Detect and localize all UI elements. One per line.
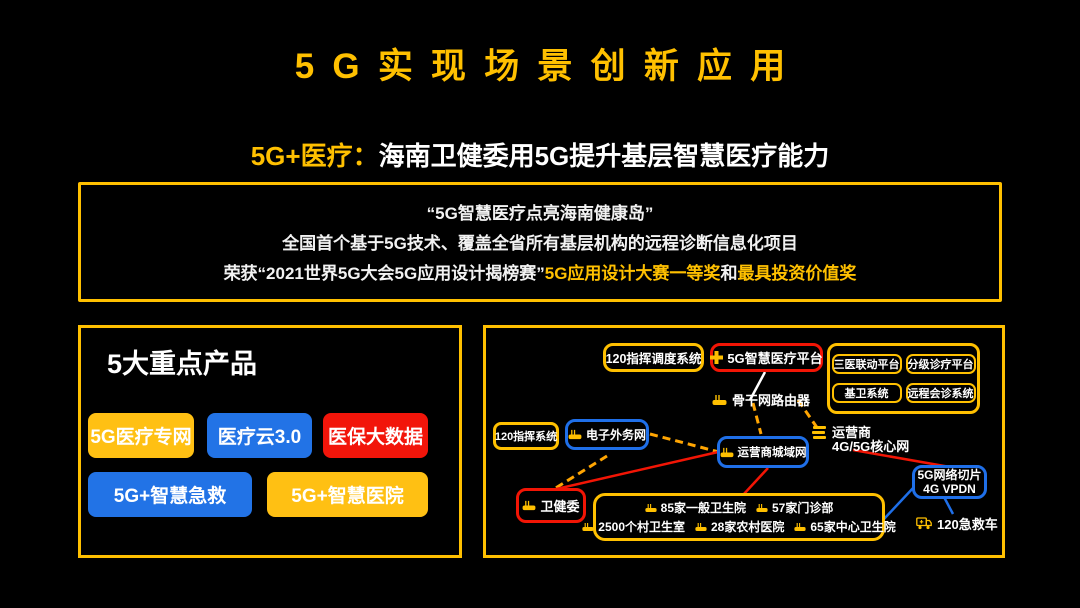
award-box: “5G智慧医疗点亮海南健康岛” 全国首个基于5G技术、覆盖全省所有基层机构的远程… [78, 182, 1002, 302]
network-slice-line1: 5G网络切片 [917, 468, 982, 482]
award-line-2: 全国首个基于5G技术、覆盖全省所有基层机构的远程诊断信息化项目 [282, 234, 798, 253]
facility-label: 2500个村卫生室 [598, 520, 685, 534]
facility-general-clinics: 85家一般卫生院 [645, 499, 746, 516]
award-conjunction: 和 [720, 264, 738, 283]
node-platform-group: 三医联动平台 分级诊疗平台 基卫系统 远程会诊系统 [827, 343, 980, 414]
core-network-icon [812, 426, 827, 439]
products-panel: 5大重点产品 5G医疗专网 医疗云3.0 医保大数据 5G+智慧急救 5G+智慧… [78, 325, 462, 558]
node-5g-smart-medical-platform: 5G智慧医疗平台 [710, 343, 823, 372]
subtitle-tag: 5G+医疗： [250, 141, 379, 171]
node-basic-health-system: 基卫系统 [831, 383, 902, 404]
core-network-line2: 4G/5G核心网 [832, 439, 910, 454]
facility-label: 65家中心卫生院 [810, 520, 896, 534]
node-metro-label: 运营商城域网 [737, 447, 807, 459]
award-line-3: 荣获“2021世界5G大会5G应用设计揭榜赛”5G应用设计大赛一等奖和最具投资价… [81, 259, 999, 289]
section-subtitle: 5G+医疗：海南卫健委用5G提升基层智慧医疗能力 [0, 136, 1080, 173]
node-core-network-label: 运营商 4G/5G核心网 [832, 426, 909, 454]
node-egov-network: 电子外务网 [565, 419, 649, 450]
node-health-commission: 卫健委 [516, 488, 586, 523]
node-egov-label: 电子外务网 [586, 428, 647, 442]
node-120-ambulance: 120急救车 [916, 514, 998, 533]
node-120-dispatch-system: 120指挥调度系统 [603, 343, 704, 372]
product-5g-smart-hospital: 5G+智慧医院 [267, 472, 428, 517]
medical-cross-icon [710, 351, 724, 364]
node-ambulance-label: 120急救车 [937, 517, 998, 532]
router-icon [582, 522, 594, 532]
network-diagram-panel: 120指挥调度系统 5G智慧医疗平台 三医联动平台 分级诊疗平台 基卫系统 远程… [483, 325, 1005, 558]
router-icon [756, 503, 768, 513]
facility-outpatient: 57家门诊部 [756, 499, 833, 516]
award-investment-prize: 最具投资价值奖 [737, 264, 857, 283]
product-medical-cloud: 医疗云3.0 [207, 413, 312, 458]
award-line-1: “5G智慧医疗点亮海南健康岛” [426, 204, 654, 223]
page-title: 5G实现场景创新应用 [294, 47, 804, 86]
node-5g-smart-medical-label: 5G智慧医疗平台 [727, 351, 823, 366]
router-icon [568, 429, 582, 440]
node-operator-core-network: 运营商 4G/5G核心网 [812, 426, 909, 454]
product-5g-medical-private-network: 5G医疗专网 [88, 413, 194, 458]
node-operator-metro-network: 运营商城域网 [717, 436, 809, 468]
facility-rural-hospitals: 28家农村医院 [695, 518, 784, 535]
ambulance-icon [916, 517, 932, 530]
node-health-commission-label: 卫健委 [540, 499, 580, 514]
facility-label: 57家门诊部 [772, 501, 834, 515]
node-120-command-label: 120指挥系统 [494, 431, 558, 443]
award-line3-prefix: 荣获“2021世界5G大会5G应用设计揭榜赛” [223, 264, 545, 283]
product-5g-smart-emergency: 5G+智慧急救 [88, 472, 252, 517]
node-5g-network-slice: 5G网络切片 4G VPDN [912, 465, 987, 499]
router-icon [645, 503, 657, 513]
facility-central-clinics: 65家中心卫生院 [794, 518, 896, 535]
node-backbone-router: 骨干网路由器 [712, 390, 810, 409]
node-tiered-diagnosis: 分级诊疗平台 [905, 353, 976, 374]
node-grassroots-facilities: 85家一般卫生院 57家门诊部 2500个村卫生室 [582, 493, 896, 541]
facilities-row-1: 85家一般卫生院 57家门诊部 [645, 499, 833, 516]
node-three-medical-linkage: 三医联动平台 [831, 353, 902, 374]
router-icon [712, 394, 727, 406]
router-icon [720, 447, 734, 458]
node-120-dispatch-label: 120指挥调度系统 [605, 352, 702, 366]
facilities-row-2: 2500个村卫生室 28家农村医院 65家中心卫生院 [582, 518, 896, 535]
router-icon [695, 522, 707, 532]
core-network-line1: 运营商 [832, 425, 872, 440]
network-slice-line2: 4G VPDN [923, 482, 976, 496]
router-icon [794, 522, 806, 532]
router-icon [522, 500, 536, 511]
node-backbone-router-label: 骨干网路由器 [732, 393, 811, 408]
product-medical-insurance-bigdata: 医保大数据 [323, 413, 428, 458]
award-first-prize: 5G应用设计大赛一等奖 [544, 264, 721, 283]
node-remote-consultation: 远程会诊系统 [905, 383, 976, 404]
connection-lines [551, 371, 955, 520]
subtitle-text: 海南卫健委用5G提升基层智慧医疗能力 [378, 141, 830, 171]
facility-village-clinics: 2500个村卫生室 [582, 518, 685, 535]
facility-label: 28家农村医院 [711, 520, 785, 534]
products-heading: 5大重点产品 [107, 349, 258, 379]
facility-label: 85家一般卫生院 [660, 501, 746, 515]
node-120-command-system: 120指挥系统 [493, 422, 559, 450]
